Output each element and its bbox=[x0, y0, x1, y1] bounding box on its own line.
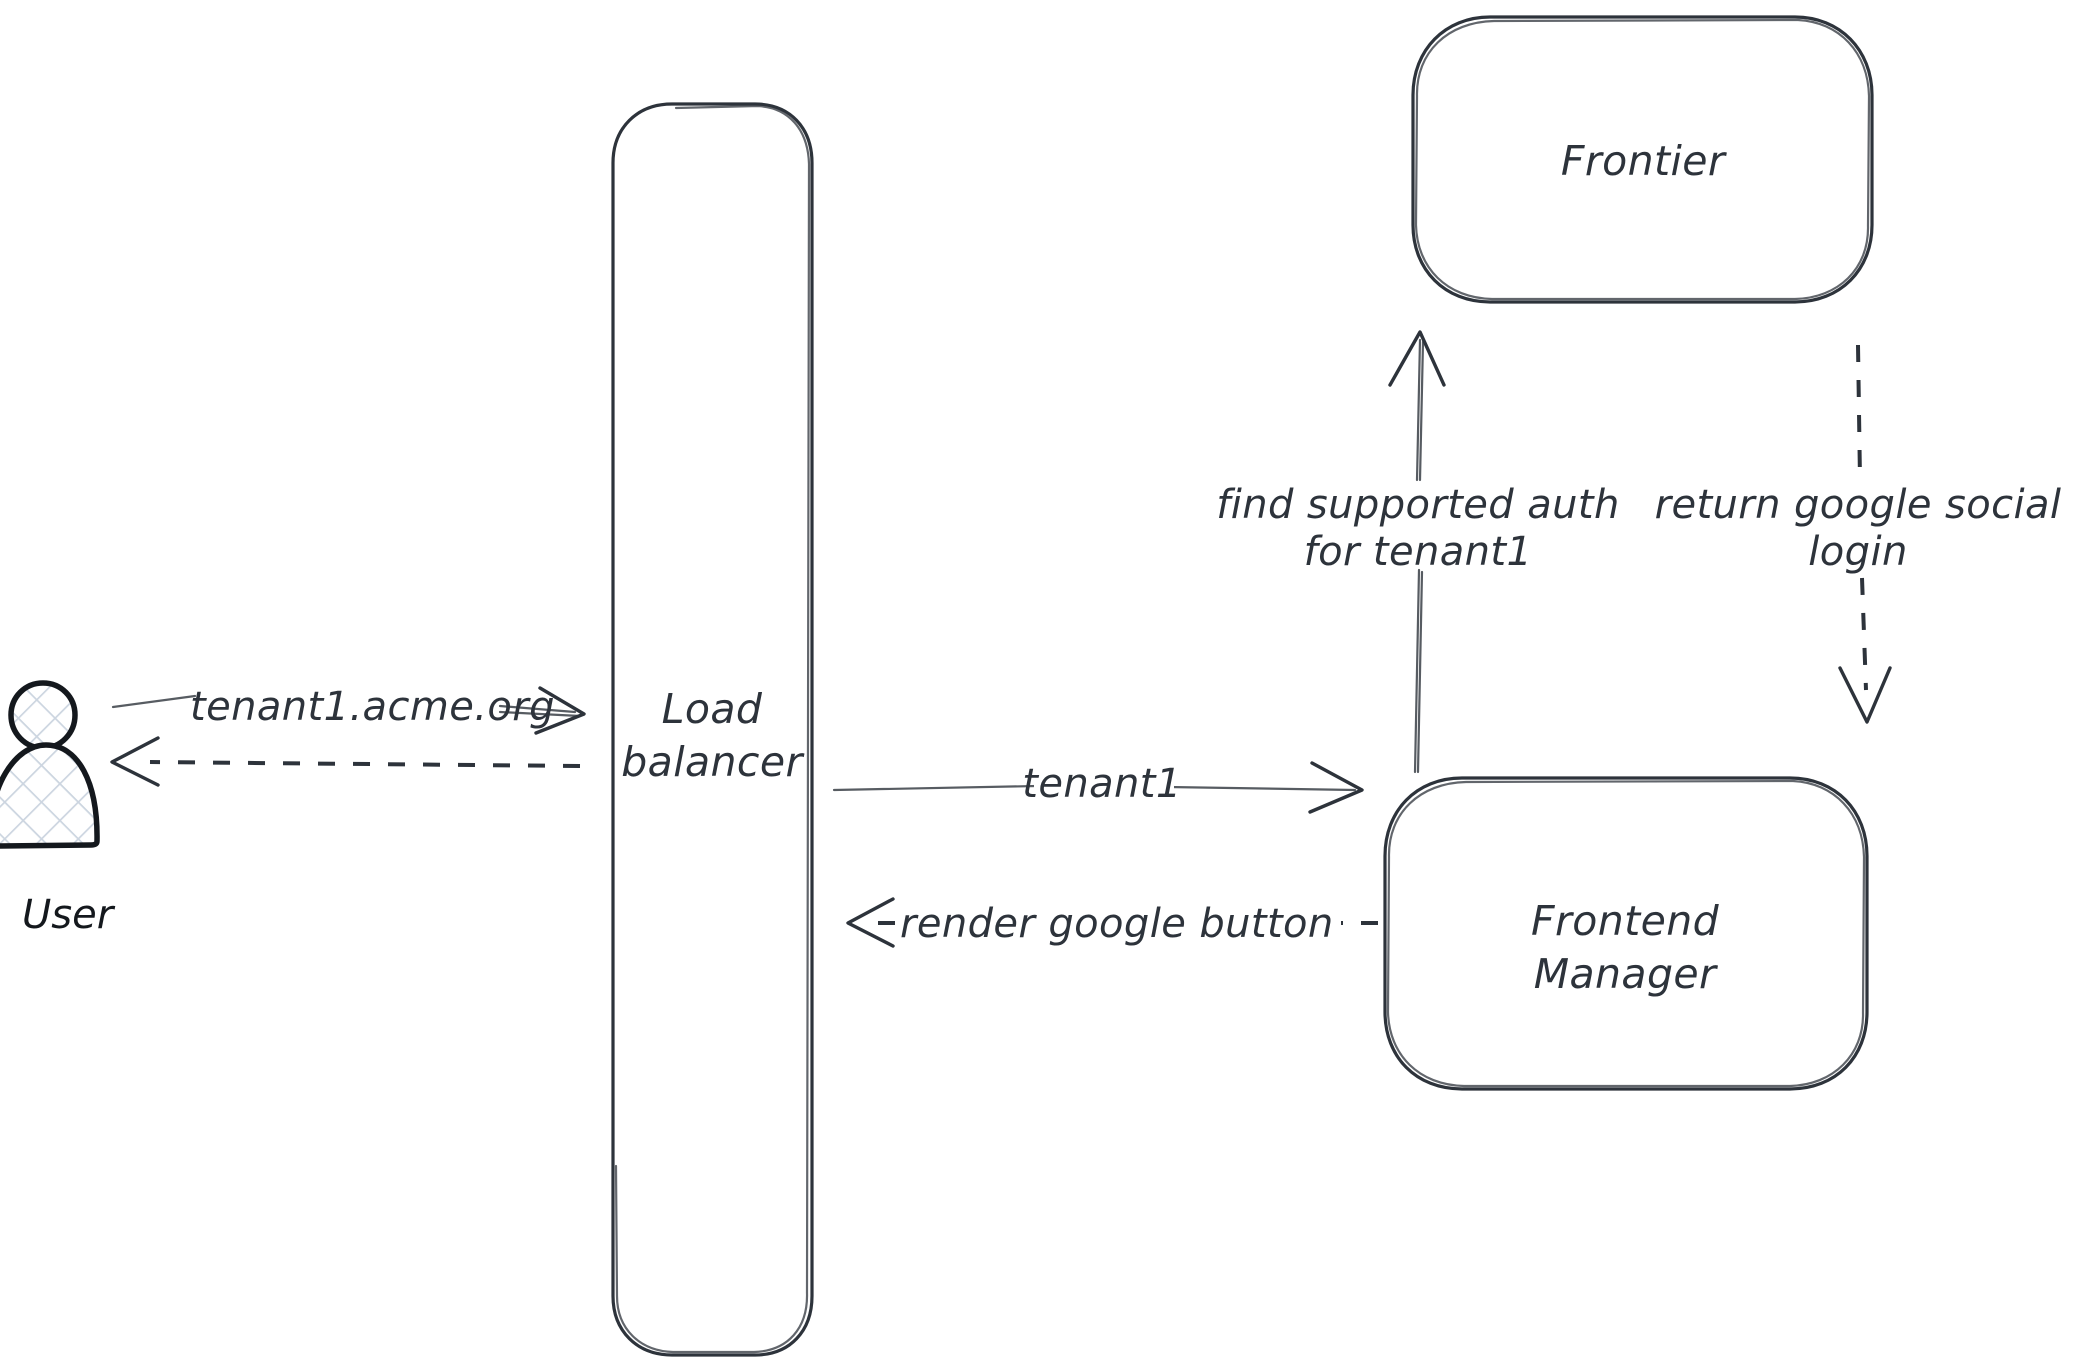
edge-fm-to-frontier-label-line2: for tenant1 bbox=[1304, 529, 1533, 575]
edge-fm-to-frontier-segment-upper bbox=[1415, 338, 1422, 482]
edge-lb-to-user[interactable] bbox=[110, 736, 581, 787]
node-load-balancer[interactable]: Load balancer bbox=[611, 102, 814, 1357]
node-frontend-manager-label-line1: Frontend bbox=[1531, 897, 1720, 945]
edge-lb-to-fm-arrowhead bbox=[1308, 761, 1364, 814]
edge-frontier-to-fm[interactable]: return google social login bbox=[1655, 344, 2062, 724]
edge-fm-to-frontier-segment-lower bbox=[1413, 568, 1421, 774]
edge-fm-to-lb-label: render google button bbox=[900, 901, 1334, 947]
edge-lb-to-fm-segment-right bbox=[1166, 785, 1357, 792]
node-load-balancer-shape bbox=[611, 102, 814, 1357]
edge-fm-to-frontier-segment-lower2 bbox=[1416, 570, 1424, 774]
edge-user-to-lb-arrowhead bbox=[534, 686, 586, 735]
node-load-balancer-label-line1: Load bbox=[662, 685, 763, 733]
edge-fm-to-lb-arrowhead bbox=[846, 897, 895, 948]
node-load-balancer-shape-overstroke bbox=[614, 104, 811, 1354]
person-head-icon bbox=[8, 680, 78, 751]
edge-user-to-lb[interactable]: tenant1.acme.org bbox=[111, 684, 586, 735]
person-body-icon bbox=[0, 742, 100, 849]
node-frontier-shape bbox=[1411, 15, 1874, 304]
node-frontend-manager-label-line2: Manager bbox=[1534, 950, 1718, 998]
edge-fm-to-lb[interactable]: render google button bbox=[846, 897, 1378, 948]
edge-fm-to-frontier-arrowhead bbox=[1388, 330, 1446, 387]
edge-fm-to-frontier-label-line1: find supported auth bbox=[1216, 482, 1619, 528]
edge-user-to-lb-segment-left bbox=[111, 694, 197, 709]
node-frontier-label-line1: Frontier bbox=[1561, 137, 1727, 185]
edge-user-to-lb-segment-right bbox=[498, 704, 577, 714]
node-frontend-manager-shape-overstroke bbox=[1386, 779, 1866, 1088]
node-frontend-manager[interactable]: Frontend Manager bbox=[1383, 776, 1869, 1091]
node-frontier-shape-overstroke bbox=[1414, 18, 1871, 301]
edge-frontier-to-fm-segment-upper bbox=[1856, 344, 1862, 481]
node-load-balancer-label-line2: balancer bbox=[621, 738, 804, 786]
edge-user-to-lb-label: tenant1.acme.org bbox=[190, 684, 555, 730]
node-frontier[interactable]: Frontier bbox=[1411, 15, 1874, 304]
edge-frontier-to-fm-label-line2: login bbox=[1808, 529, 1907, 575]
edge-lb-to-user-arrowhead bbox=[110, 736, 160, 787]
edge-frontier-to-fm-label-line1: return google social bbox=[1655, 482, 2062, 528]
actor-user-label: User bbox=[22, 892, 116, 938]
edge-lb-to-fm[interactable]: tenant1 bbox=[832, 756, 1364, 814]
edge-fm-to-frontier-segment-upper2 bbox=[1418, 340, 1425, 482]
edge-frontier-to-fm-arrowhead bbox=[1838, 666, 1892, 724]
edge-lb-to-fm-segment-left bbox=[832, 784, 1039, 792]
edge-lb-to-user-line bbox=[149, 760, 581, 768]
node-frontend-manager-shape bbox=[1383, 776, 1869, 1091]
edge-lb-to-fm-label-backing bbox=[1034, 756, 1174, 802]
edge-user-to-lb-segment-right2 bbox=[498, 710, 582, 718]
actor-user[interactable]: User bbox=[0, 680, 116, 938]
edge-fm-to-frontier[interactable]: find supported auth for tenant1 bbox=[1216, 330, 1619, 774]
edge-lb-to-fm-label: tenant1 bbox=[1022, 761, 1181, 807]
